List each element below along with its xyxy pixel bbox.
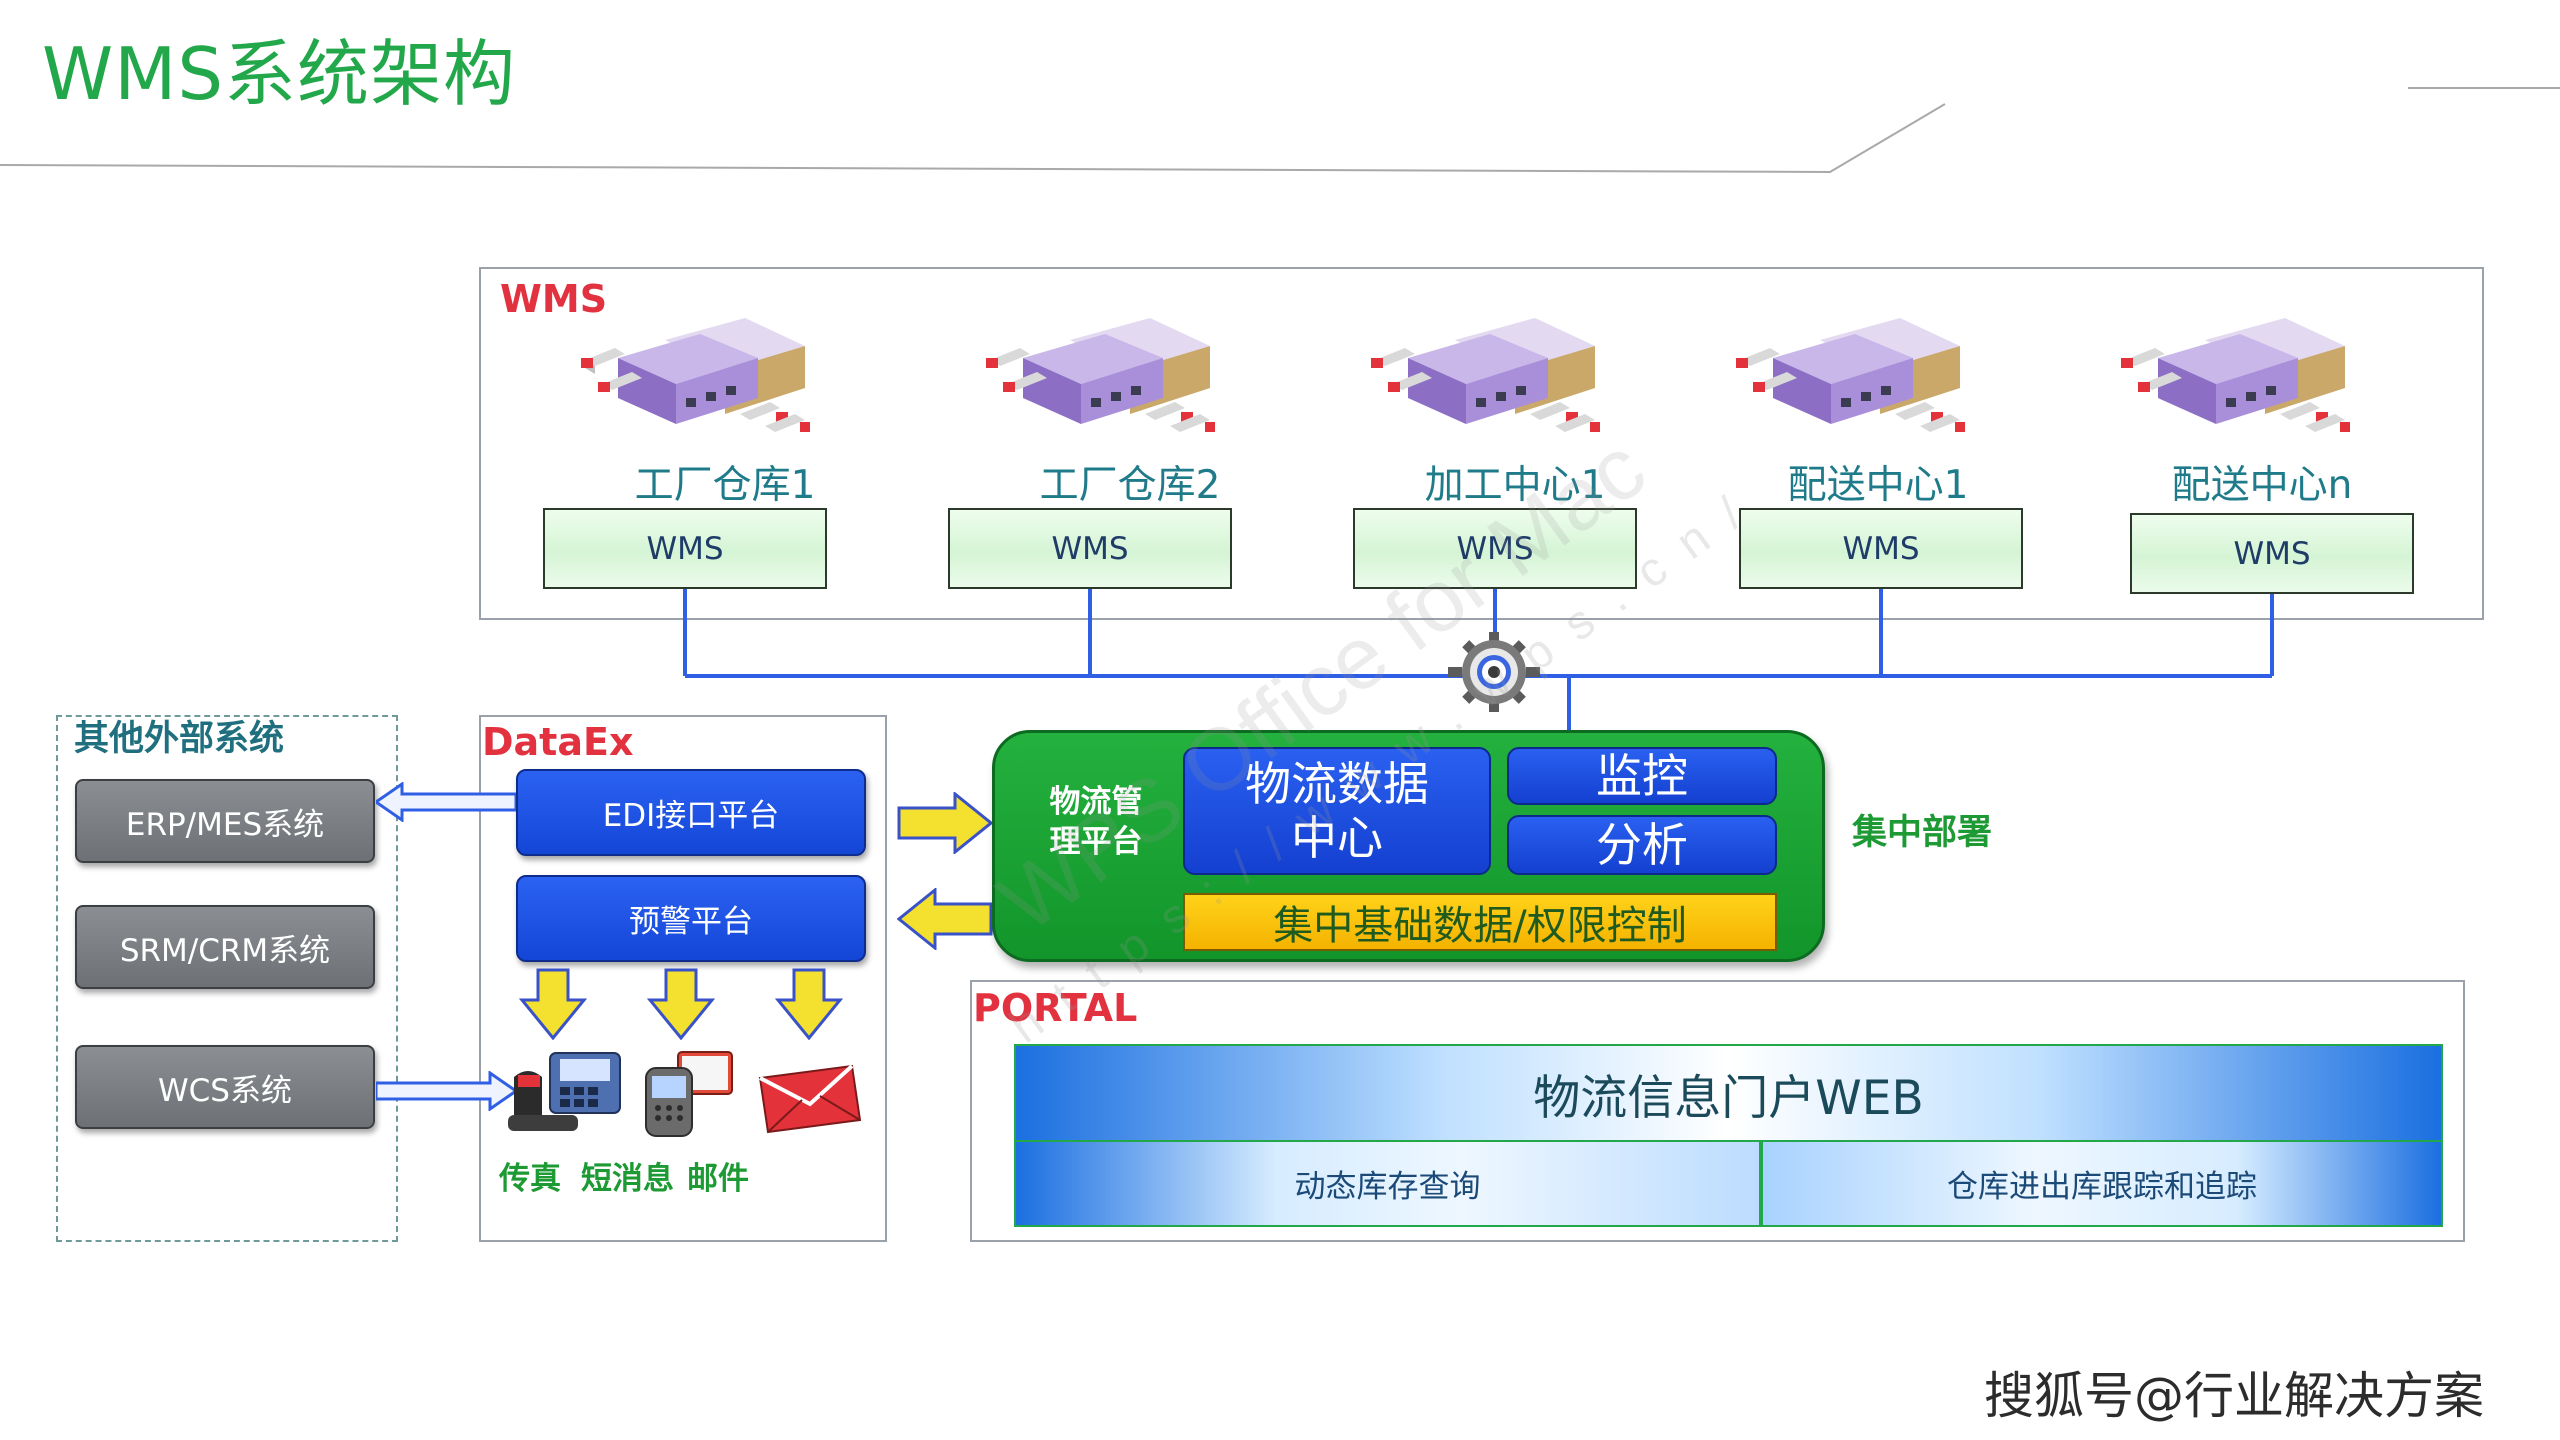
external-system-srm[interactable]: SRM/CRM系统 xyxy=(75,905,375,989)
edi-platform-button[interactable]: EDI接口平台 xyxy=(516,769,866,856)
mail-envelope-icon xyxy=(758,1064,862,1134)
external-system-erp[interactable]: ERP/MES系统 xyxy=(75,779,375,863)
dataex-panel xyxy=(479,715,887,1242)
arrow-left-icon xyxy=(897,888,993,950)
arrow-left-icon xyxy=(376,782,516,822)
fax-phone-icon xyxy=(508,1052,621,1131)
site-wms-box[interactable]: WMS xyxy=(948,508,1232,589)
logistics-platform-label: 物流管 理平台 xyxy=(1036,782,1156,862)
arrow-down-icon xyxy=(646,968,716,1040)
notify-label-sms: 短消息 xyxy=(581,1161,674,1197)
site-label: 加工中心1 xyxy=(1424,463,1606,508)
site-wms-box[interactable]: WMS xyxy=(2130,513,2414,594)
dataex-panel-title: DataEx xyxy=(482,720,634,764)
centralized-deploy-label: 集中部署 xyxy=(1852,813,1993,853)
portal-warehouse-tracking[interactable]: 仓库进出库跟踪和追踪 xyxy=(1761,1142,2443,1227)
data-center-line1: 物流数据 xyxy=(1245,757,1429,811)
analysis-box[interactable]: 分析 xyxy=(1507,815,1777,875)
warehouse-icon xyxy=(986,318,1215,432)
logistics-platform-label-line2: 理平台 xyxy=(1049,824,1143,860)
wms-panel-title: WMS xyxy=(500,277,608,321)
site-label: 工厂仓库1 xyxy=(634,463,816,508)
arrow-right-icon xyxy=(897,792,993,854)
site-label: 配送中心1 xyxy=(1787,463,1969,508)
logistics-data-center[interactable]: 物流数据 中心 xyxy=(1183,747,1491,875)
external-panel-title: 其他外部系统 xyxy=(74,719,285,759)
portal-web[interactable]: 物流信息门户WEB xyxy=(1014,1044,2443,1142)
portal-panel-title: PORTAL xyxy=(973,986,1138,1030)
arrow-down-icon xyxy=(774,968,844,1040)
notify-label-mail: 邮件 xyxy=(687,1161,749,1197)
arrow-down-icon xyxy=(518,968,588,1040)
warehouse-icon xyxy=(1371,318,1600,432)
source-credit: 搜狐号@行业解决方案 xyxy=(1984,1367,2484,1425)
warehouse-icon xyxy=(581,318,810,432)
arrow-right-icon xyxy=(376,1071,516,1111)
base-data-control[interactable]: 集中基础数据/权限控制 xyxy=(1183,893,1777,951)
portal-inventory-query[interactable]: 动态库存查询 xyxy=(1014,1142,1761,1227)
site-wms-box[interactable]: WMS xyxy=(543,508,827,589)
mobile-sms-icon xyxy=(645,1051,733,1137)
portal-panel xyxy=(970,980,2465,1242)
site-wms-box[interactable]: WMS xyxy=(1739,508,2023,589)
gear-icon xyxy=(1448,632,1540,712)
monitor-box[interactable]: 监控 xyxy=(1507,747,1777,805)
logistics-platform-label-line1: 物流管 xyxy=(1049,784,1143,820)
page-title: WMS系统架构 xyxy=(42,32,517,116)
wms-panel xyxy=(479,267,2484,620)
warehouse-icon xyxy=(2121,318,2350,432)
site-wms-box[interactable]: WMS xyxy=(1353,508,1637,589)
site-label: 配送中心n xyxy=(2171,463,2353,508)
header-rule xyxy=(0,87,2560,174)
data-center-line2: 中心 xyxy=(1291,811,1383,865)
external-panel xyxy=(56,715,398,1242)
site-label: 工厂仓库2 xyxy=(1039,463,1221,508)
external-system-wcs[interactable]: WCS系统 xyxy=(75,1045,375,1129)
alert-platform-button[interactable]: 预警平台 xyxy=(516,875,866,962)
notify-label-fax: 传真 xyxy=(499,1161,561,1197)
warehouse-icon xyxy=(1736,318,1965,432)
